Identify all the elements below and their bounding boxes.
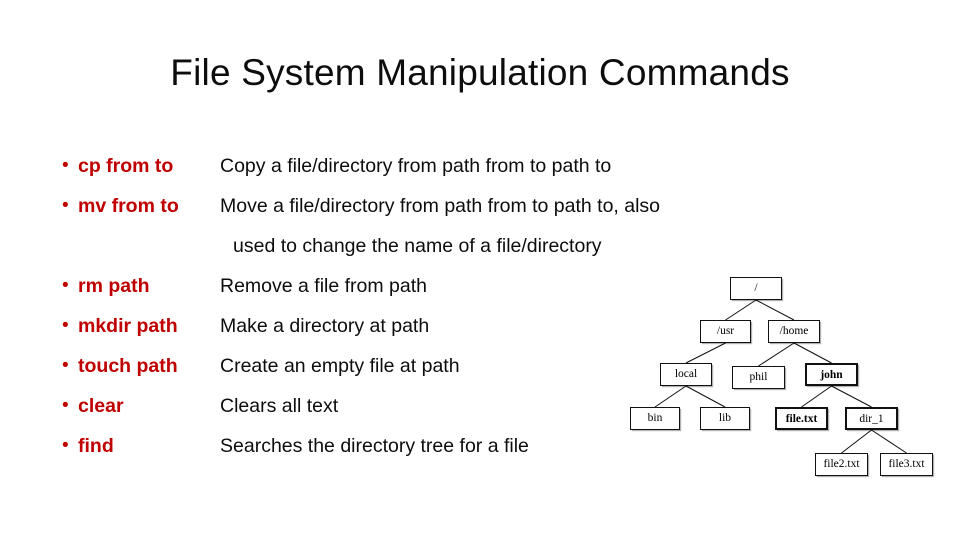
- command-name: touch path: [78, 355, 178, 377]
- bullet-icon: •: [62, 315, 69, 336]
- command-row: • touch path Create an empty file at path: [62, 346, 892, 386]
- tree-edge-local-to-lib: [685, 385, 726, 408]
- tree-node-john: john: [805, 363, 858, 386]
- tree-edge-usr-to-local: [685, 342, 726, 364]
- command-row: • mkdir path Make a directory at path: [62, 306, 892, 346]
- command-description: Make a directory at path: [220, 315, 430, 337]
- command-row: • find Searches the directory tree for a f…: [62, 426, 892, 466]
- command-description: Copy a file/directory from path from to …: [220, 155, 612, 177]
- command-description: Searches the directory tree for a file: [220, 435, 529, 457]
- command-description: Create an empty file at path: [220, 355, 460, 377]
- command-name: cp from to: [78, 155, 174, 177]
- command-name: clear: [78, 395, 124, 417]
- command-row: used to change the name of a file/direct…: [62, 226, 892, 266]
- tree-node-dir1: dir_1: [845, 407, 898, 430]
- command-row: • mv from to Move a file/directory from pa…: [62, 186, 892, 226]
- tree-node-file3txt: file3.txt: [880, 453, 933, 476]
- command-row: • cp from to Copy a file/directory from pa…: [62, 146, 892, 186]
- tree-node-root: /: [730, 277, 782, 300]
- tree-edge-root-to-home: [755, 299, 795, 321]
- bullet-icon: •: [62, 195, 69, 216]
- tree-node-file2txt: file2.txt: [815, 453, 868, 476]
- command-list: • cp from to Copy a file/directory from pa…: [62, 146, 892, 466]
- tree-node-bin: bin: [630, 407, 680, 430]
- tree-edge-dir1-to-file3txt: [871, 429, 907, 454]
- command-row: • rm path Remove a file from path: [62, 266, 892, 306]
- bullet-icon: •: [62, 435, 69, 456]
- tree-edge-john-to-dir1: [831, 385, 872, 408]
- command-description: used to change the name of a file/direct…: [233, 235, 602, 257]
- bullet-icon: •: [62, 275, 69, 296]
- tree-node-filetxt: file.txt: [775, 407, 828, 430]
- tree-edges-svg: [654, 299, 907, 454]
- tree-node-usr: /usr: [700, 320, 751, 343]
- tree-edge-root-to-usr: [725, 299, 757, 321]
- bullet-icon: •: [62, 355, 69, 376]
- tree-node-phil: phil: [732, 366, 785, 389]
- page-title: File System Manipulation Commands: [170, 52, 790, 93]
- tree-edge-home-to-john: [793, 342, 832, 364]
- tree-node-home: /home: [768, 320, 820, 343]
- tree-edge-home-to-phil: [758, 342, 795, 367]
- tree-edge-john-to-filetxt: [801, 385, 832, 408]
- command-row: • clear Clears all text: [62, 386, 892, 426]
- tree-edge-local-to-bin: [654, 385, 687, 408]
- command-description: Remove a file from path: [220, 275, 428, 297]
- tree-edge-dir1-to-file2txt: [841, 429, 872, 454]
- tree-node-local: local: [660, 363, 712, 386]
- bullet-icon: •: [62, 395, 69, 416]
- command-name: mkdir path: [78, 315, 178, 337]
- command-description: Clears all text: [220, 395, 339, 417]
- command-name: mv from to: [78, 195, 179, 217]
- command-name: find: [78, 435, 114, 457]
- tree-node-lib: lib: [700, 407, 750, 430]
- bullet-icon: •: [62, 155, 69, 176]
- command-name: rm path: [78, 275, 150, 297]
- command-description: Move a file/directory from path from to …: [220, 195, 661, 217]
